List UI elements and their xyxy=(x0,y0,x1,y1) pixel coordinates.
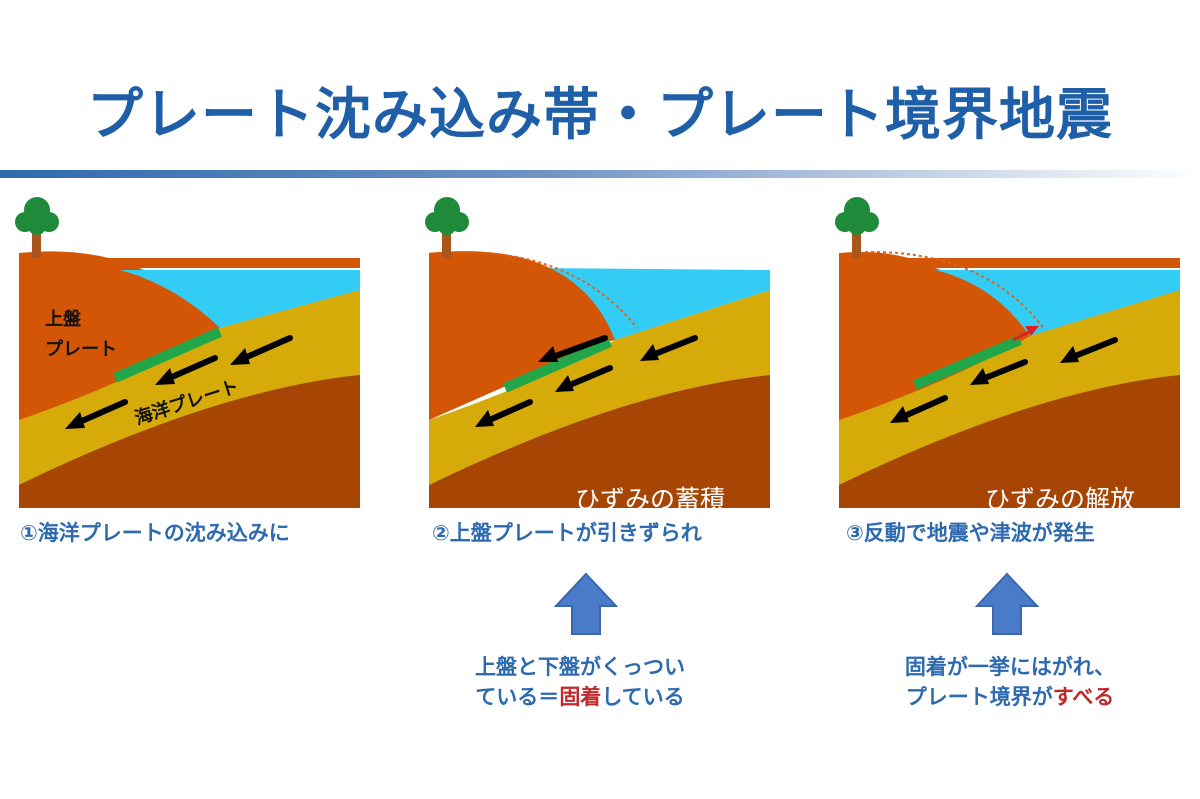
motion-arrow-icon xyxy=(475,335,698,427)
caption-step-1: ①海洋プレートの沈み込みに xyxy=(20,521,290,545)
sea xyxy=(935,270,1180,336)
original-surface-line xyxy=(454,250,638,329)
note-locked-line1: 上盤と下盤がくっつい xyxy=(475,655,685,679)
note-slip-highlight: すべる xyxy=(1052,685,1115,709)
note-locked: 上盤と下盤がくっつい ている＝固着している xyxy=(455,652,705,712)
panel-2-diagram: ひずみの蓄積 xyxy=(425,190,795,520)
note-slip: 固着が一挙にはがれ、 プレート境界がすべる xyxy=(885,652,1135,712)
note-slip-prefix: プレート境界が xyxy=(905,685,1053,709)
up-arrow-icon xyxy=(554,572,618,635)
panel-3-svg xyxy=(835,197,1180,508)
note-slip-line2: プレート境界がすべる xyxy=(885,682,1135,712)
caption-step-2: ②上盤プレートが引きずられ xyxy=(432,521,702,545)
ocean-plate xyxy=(429,290,770,485)
upper-plate-label-line2: プレート xyxy=(45,339,117,360)
rebound-arrow-icon xyxy=(1012,326,1039,342)
sea xyxy=(535,268,770,340)
fault-locked-zone xyxy=(112,327,223,383)
note-locked-suffix: している xyxy=(601,685,685,709)
tree-icon xyxy=(425,197,469,258)
note-locked-line2: ている＝固着している xyxy=(455,682,705,712)
title-rule xyxy=(0,170,1200,178)
fault-locked-zone xyxy=(502,337,613,393)
original-surface-line xyxy=(864,250,1046,331)
strain-release-label: ひずみの解放 xyxy=(985,485,1136,514)
note-locked-prefix: ている＝ xyxy=(475,685,560,709)
strain-accumulation-label: ひずみの蓄積 xyxy=(575,485,726,514)
panel-2-svg xyxy=(425,197,770,508)
page-title: プレート沈み込み帯・プレート境界地震 xyxy=(87,83,1113,148)
tree-icon xyxy=(835,197,879,258)
sea xyxy=(120,270,360,328)
upper-plate-label-line1: 上盤 xyxy=(45,309,81,330)
panel-1-svg xyxy=(15,197,360,508)
note-slip-line1: 固着が一挙にはがれ、 xyxy=(904,655,1116,679)
mantle xyxy=(19,375,360,508)
tree-icon xyxy=(15,197,59,258)
mantle xyxy=(429,375,770,508)
upper-plate xyxy=(839,252,935,290)
caption-step-3: ③反動で地震や津波が発生 xyxy=(846,521,1095,545)
mantle xyxy=(839,375,1180,508)
fault-locked-zone xyxy=(913,335,1022,390)
ocean-plate xyxy=(839,290,1180,485)
motion-arrow-icon xyxy=(65,335,293,429)
motion-arrow-icon xyxy=(890,337,1118,423)
ocean-plate xyxy=(19,290,360,485)
panel-1-diagram: 上盤 プレート 海洋プレート xyxy=(15,190,385,520)
panel-3-diagram: ひずみの解放 xyxy=(835,190,1200,520)
note-locked-highlight: 固着 xyxy=(559,685,602,709)
up-arrow-icon xyxy=(975,572,1039,635)
